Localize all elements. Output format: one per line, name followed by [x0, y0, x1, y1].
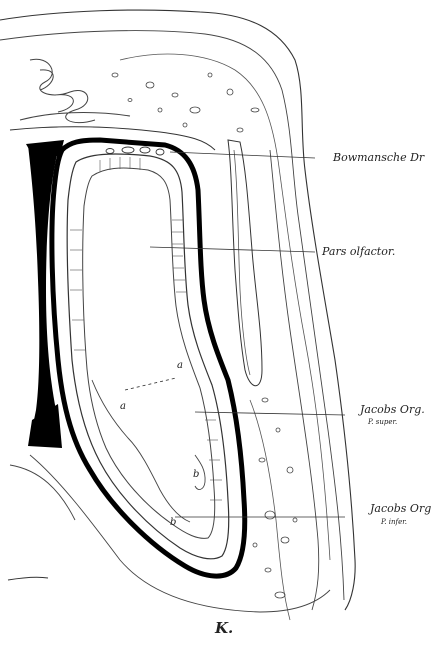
- label-pars-olfactor: Pars olfactor.: [322, 246, 395, 257]
- wavy-folds: [20, 59, 130, 122]
- leader-jacobs-super: [195, 412, 345, 415]
- epithelium-inner: [83, 168, 215, 538]
- label-letter-b-lower: b: [170, 518, 176, 528]
- tissue-dots-upper: [112, 73, 259, 132]
- label-letter-a-lower: a: [120, 402, 126, 412]
- right-contour-b: [250, 400, 290, 620]
- label-jacobs-org-super: Jacobs Org.: [360, 404, 425, 415]
- label-jacobs-org-infer: Jacobs Org: [370, 503, 431, 514]
- bottom-contour-1: [30, 455, 330, 612]
- epithelium-outer: [67, 154, 229, 559]
- figure-caption: K.: [215, 621, 233, 636]
- vessel-inner: [234, 150, 250, 375]
- leader-lines: [125, 152, 345, 517]
- bottom-contour-3: [8, 577, 48, 580]
- label-letter-b-upper: b: [193, 470, 199, 480]
- organ-thick-outline: [52, 140, 245, 576]
- jacobs-fold-left: [92, 380, 190, 522]
- leader-a-dashed: [125, 378, 176, 390]
- bottom-contour-2: [10, 465, 75, 520]
- label-p-infer: P. infer.: [381, 519, 407, 526]
- label-bowmansche-dr: Bowmansche Dr: [333, 152, 424, 163]
- outer-contour-2: [0, 31, 344, 600]
- label-letter-a-upper: a: [177, 361, 183, 371]
- label-p-super: P. super.: [368, 419, 397, 426]
- outer-contour-3: [120, 54, 330, 560]
